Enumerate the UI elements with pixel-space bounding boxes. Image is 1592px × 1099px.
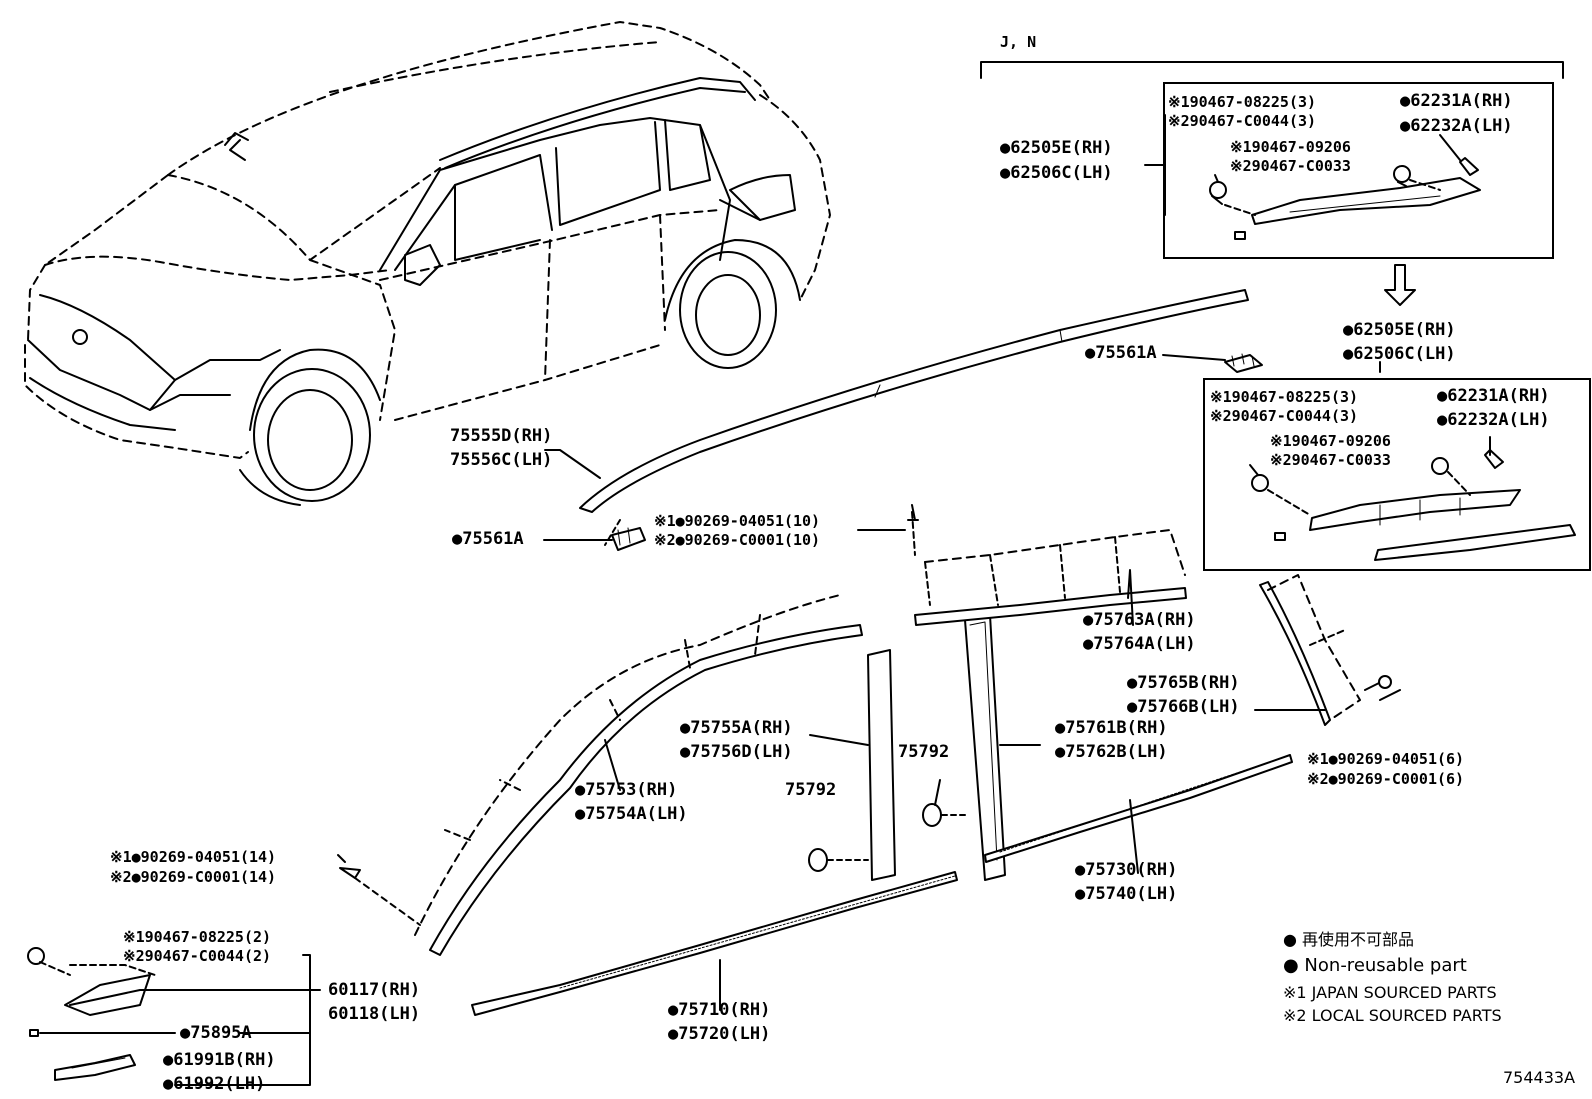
clip-label: ※190467-09206 [1230,138,1351,156]
clip-label: ※190467-08225(2) [123,928,272,946]
vehicle-illustration [24,21,831,506]
part-61991b: ●61991B(RH) [163,1050,276,1070]
part-75730: ●75730(RH) [1075,860,1178,880]
detail-box-top [1163,82,1554,259]
part-75755a: ●75755A(RH) [680,718,793,738]
belt-mouldings [471,754,1293,1016]
legend-note-1: ※1 JAPAN SOURCED PARTS [1283,983,1497,1002]
clip-label: ※190467-08225(3) [1168,93,1317,111]
clip-label: ※1●90269-04051(10) [654,512,821,530]
part-75754a: ●75754A(LH) [575,804,688,824]
legend-note-2: ※2 LOCAL SOURCED PARTS [1283,1006,1502,1025]
part-75740: ●75740(LH) [1075,884,1178,904]
part-75761b: ●75761B(RH) [1055,718,1168,738]
part-75556c: 75556C(LH) [450,450,553,470]
clip-label: ※290467-C0033 [1270,451,1391,469]
part-62231a-mid: ●62231A(RH) [1437,386,1550,406]
part-62506c-mid: ●62506C(LH) [1343,344,1456,364]
box2-parts [1251,449,1576,561]
clip-label: ※290467-C0044(3) [1168,112,1317,130]
variant-label: J, N [1000,33,1037,51]
part-75792-b: 75792 [898,742,950,762]
part-75895a: ●75895A [180,1023,252,1043]
part-62505e-top: ●62505E(RH) [1000,138,1113,158]
part-75555d: 75555D(RH) [450,426,553,446]
clip-label: ※290467-C0044(2) [123,947,272,965]
clip-label: ※2●90269-C0001(10) [654,531,821,549]
legend-japanese: ● 再使用不可部品 [1283,930,1415,949]
part-75792-a: 75792 [785,780,837,800]
part-75561a-left: ●75561A [452,529,524,549]
box1-parts [1209,157,1481,240]
part-75720: ●75720(LH) [668,1024,771,1044]
clip-label: ※2●90269-C0001(14) [110,868,277,886]
part-75756d: ●75756D(LH) [680,742,793,762]
b-pillar-front [867,649,896,881]
part-62506c-top: ●62506C(LH) [1000,163,1113,183]
part-75765b: ●75765B(RH) [1127,673,1240,693]
clip-label: ※190467-08225(3) [1210,388,1359,406]
leader-lines [69,114,1491,1086]
roof-moulding [579,289,1263,551]
b-pillar-rear [964,614,1006,881]
clip-label: ※290467-C0044(3) [1210,407,1359,425]
part-75766b: ●75766B(LH) [1127,697,1240,717]
arrow-down-icon [1384,264,1416,306]
front-door-frame [414,594,863,956]
clip-label: ※2●90269-C0001(6) [1307,770,1465,788]
detail-box-middle [1203,378,1591,571]
part-75764a: ●75764A(LH) [1083,634,1196,654]
diagram-id: 754433A [1503,1068,1576,1087]
front-parts [27,947,176,1081]
part-75763a: ●75763A(RH) [1083,610,1196,630]
clip-label: ※190467-09206 [1270,432,1391,450]
part-75710: ●75710(RH) [668,1000,771,1020]
clip-75792-a [808,848,828,872]
clip-75792-b [922,803,942,827]
part-75753: ●75753(RH) [575,780,678,800]
part-75561a-right: ●75561A [1085,343,1157,363]
part-60118: 60118(LH) [328,1004,421,1024]
clip-label: ※1●90269-04051(14) [110,848,277,866]
jn-bracket [980,61,1564,79]
part-62232a-mid: ●62232A(LH) [1437,410,1550,430]
part-75762b: ●75762B(LH) [1055,742,1168,762]
clip-label: ※290467-C0033 [1230,157,1351,175]
part-60117: 60117(RH) [328,980,421,1000]
part-62505e-mid: ●62505E(RH) [1343,320,1456,340]
quarter-moulding [1259,574,1392,726]
legend-non-reusable: ● Non-reusable part [1283,955,1467,976]
part-61992: ●61992(LH) [163,1074,266,1094]
clip-label: ※1●90269-04051(6) [1307,750,1465,768]
part-62232a-top: ●62232A(LH) [1400,116,1513,136]
part-62231a-top: ●62231A(RH) [1400,91,1513,111]
rear-door-upper [907,504,1187,626]
